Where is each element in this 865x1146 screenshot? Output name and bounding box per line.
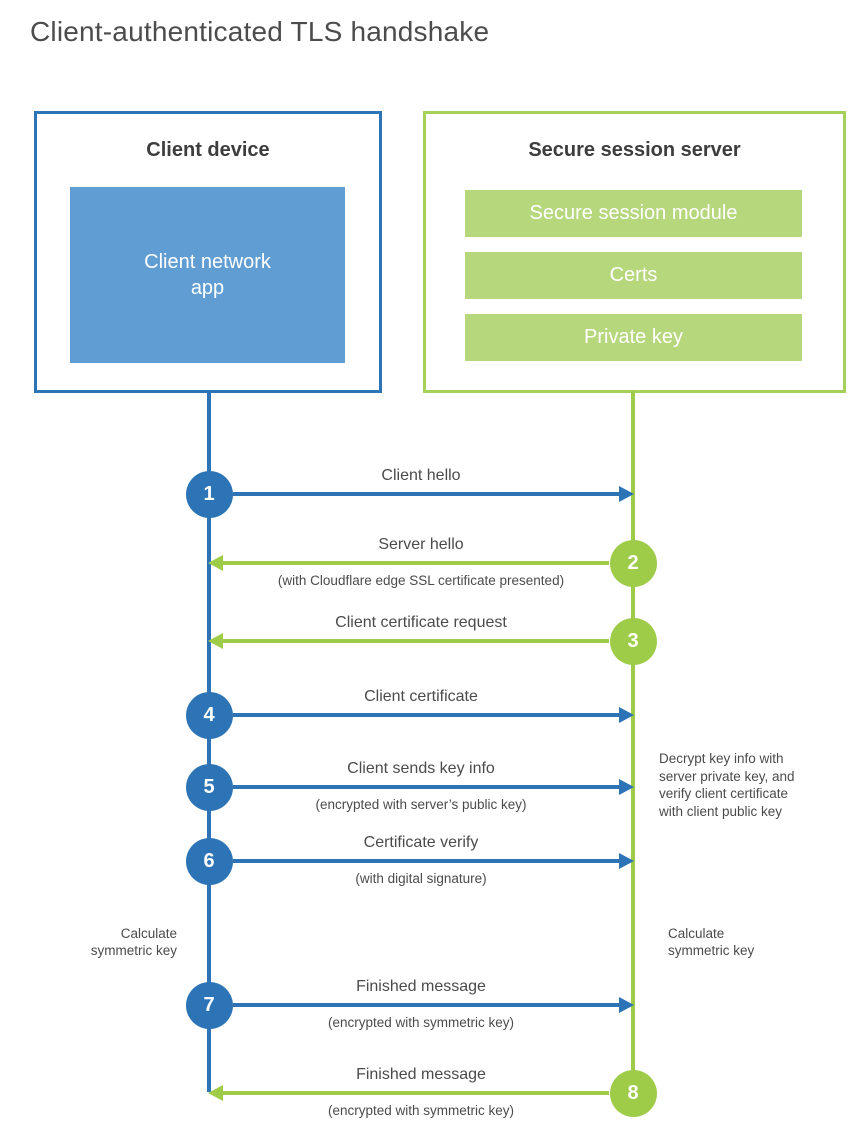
step-number: 2: [627, 551, 639, 574]
step-number: 6: [203, 849, 215, 872]
step-sublabel: (encrypted with server’s public key): [315, 797, 527, 812]
step-sublabel: (with Cloudflare edge SSL certificate pr…: [277, 573, 565, 588]
arrow-left-icon: [208, 633, 223, 649]
step-number: 8: [627, 1081, 639, 1104]
step-label: Server hello: [378, 536, 464, 553]
arrow-left-icon: [208, 1085, 223, 1101]
arrow-shaft: [223, 561, 609, 565]
step-number-badge: 2: [609, 539, 657, 587]
arrow-left-icon: [208, 555, 223, 571]
arrow-shaft: [233, 1003, 619, 1007]
secure-session-module-bar: Secure session module: [465, 190, 802, 237]
arrow-shaft: [233, 785, 619, 789]
arrow-right-icon: [619, 853, 634, 869]
client-device-title: Client device: [146, 139, 270, 161]
step-label: Client hello: [381, 467, 461, 484]
step-label: Certificate verify: [363, 834, 479, 851]
arrow-right-icon: [619, 997, 634, 1013]
step-number-badge: 7: [185, 981, 233, 1029]
client-network-app-box: Client network app: [70, 187, 345, 363]
certs-bar: Certs: [465, 252, 802, 299]
step-number: 5: [203, 775, 215, 798]
step-sublabel: (encrypted with symmetric key): [327, 1015, 515, 1030]
private-key-bar: Private key: [465, 314, 802, 361]
step-number-badge: 6: [185, 837, 233, 885]
step-number: 1: [203, 482, 215, 505]
arrow-right-icon: [619, 486, 634, 502]
step-sublabel: (encrypted with symmetric key): [327, 1103, 515, 1118]
arrow-right-icon: [619, 707, 634, 723]
step-number-badge: 5: [185, 763, 233, 811]
arrow-shaft: [233, 713, 619, 717]
step-label: Client certificate request: [335, 614, 507, 631]
step-label: Finished message: [356, 1066, 486, 1083]
page-title: Client-authenticated TLS handshake: [30, 16, 490, 47]
calculate-symmetric-key-note-client: Calculate symmetric key: [90, 926, 177, 958]
secure-session-server-title: Secure session server: [528, 139, 741, 161]
step-number-badge: 1: [185, 470, 233, 518]
step-label: Client sends key info: [347, 760, 495, 777]
step-label: Client certificate: [364, 688, 478, 705]
calculate-symmetric-key-note-server: Calculate symmetric key: [668, 926, 755, 958]
secure-session-server-box: Secure session server Secure session mod…: [423, 111, 846, 393]
server-modules: Secure session module Certs Private key: [465, 190, 802, 376]
step-number: 4: [203, 703, 215, 726]
client-device-box: Client device Client network app: [34, 111, 382, 393]
client-lifeline: [207, 391, 211, 1092]
decrypt-key-info-note: Decrypt key info with server private key…: [659, 751, 795, 819]
step-number-badge: 8: [609, 1069, 657, 1117]
server-lifeline: [631, 391, 635, 1070]
step-number-badge: 4: [185, 691, 233, 739]
arrow-shaft: [223, 1091, 609, 1095]
step-sublabel: (with digital signature): [355, 871, 487, 886]
arrow-shaft: [223, 639, 609, 643]
arrow-shaft: [233, 492, 619, 496]
step-number: 7: [203, 993, 215, 1016]
arrow-right-icon: [619, 779, 634, 795]
step-label: Finished message: [356, 978, 486, 995]
arrow-shaft: [233, 859, 619, 863]
step-number: 3: [627, 629, 639, 652]
step-number-badge: 3: [609, 617, 657, 665]
